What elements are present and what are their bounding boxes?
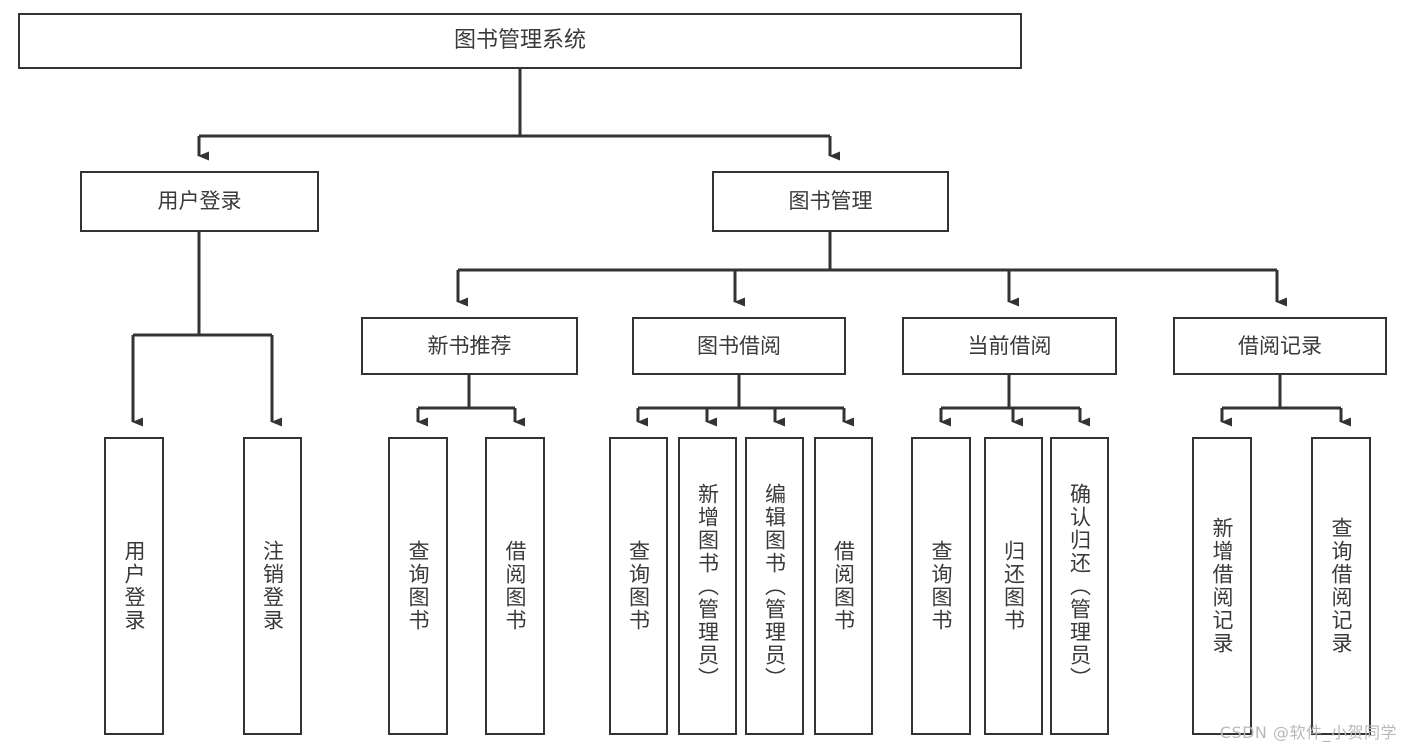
node-leaf-query-book-2-label: 查询图书 — [626, 540, 651, 632]
node-leaf-add-book[interactable]: 新增图书（管理员） — [678, 437, 737, 735]
node-leaf-return-book[interactable]: 归还图书 — [984, 437, 1043, 735]
node-leaf-query-record[interactable]: 查询借阅记录 — [1311, 437, 1371, 735]
node-leaf-query-book-1-label: 查询图书 — [406, 540, 431, 632]
node-leaf-confirm-return-label: 确认归还（管理员） — [1067, 482, 1092, 690]
node-leaf-user-logout[interactable]: 注销登录 — [243, 437, 302, 735]
node-new-book-recommend[interactable]: 新书推荐 — [361, 317, 578, 375]
node-leaf-user-logout-label: 注销登录 — [260, 540, 285, 632]
node-book-borrow-label: 图书借阅 — [697, 333, 781, 358]
node-leaf-borrow-book-1-label: 借阅图书 — [503, 540, 528, 632]
node-leaf-query-book-1[interactable]: 查询图书 — [388, 437, 448, 735]
node-user-login-label: 用户登录 — [157, 189, 242, 214]
node-leaf-query-book-2[interactable]: 查询图书 — [609, 437, 668, 735]
node-leaf-borrow-book-1[interactable]: 借阅图书 — [485, 437, 545, 735]
node-borrow-record-label: 借阅记录 — [1238, 333, 1322, 358]
node-leaf-borrow-book-2[interactable]: 借阅图书 — [814, 437, 873, 735]
node-leaf-query-book-3-label: 查询图书 — [929, 540, 954, 632]
node-book-manage-label: 图书管理 — [788, 189, 873, 214]
watermark: CSDN @软件_小贺同学 — [1219, 723, 1397, 742]
node-leaf-edit-book-label: 编辑图书（管理员） — [762, 482, 787, 690]
node-leaf-edit-book[interactable]: 编辑图书（管理员） — [745, 437, 804, 735]
node-leaf-user-login[interactable]: 用户登录 — [104, 437, 164, 735]
node-root-label: 图书管理系统 — [453, 28, 586, 54]
node-current-borrow[interactable]: 当前借阅 — [902, 317, 1117, 375]
node-leaf-add-book-label: 新增图书（管理员） — [695, 482, 720, 690]
node-borrow-record[interactable]: 借阅记录 — [1173, 317, 1387, 375]
node-leaf-user-login-label: 用户登录 — [122, 540, 147, 632]
node-book-manage[interactable]: 图书管理 — [712, 171, 949, 232]
node-root[interactable]: 图书管理系统 — [18, 13, 1022, 69]
node-leaf-return-book-label: 归还图书 — [1001, 540, 1026, 632]
node-leaf-add-record-label: 新增借阅记录 — [1210, 517, 1235, 655]
node-new-book-recommend-label: 新书推荐 — [427, 333, 512, 358]
node-leaf-query-record-label: 查询借阅记录 — [1329, 517, 1354, 655]
node-leaf-borrow-book-2-label: 借阅图书 — [831, 540, 856, 632]
node-book-borrow[interactable]: 图书借阅 — [632, 317, 846, 375]
node-leaf-query-book-3[interactable]: 查询图书 — [911, 437, 971, 735]
node-leaf-confirm-return[interactable]: 确认归还（管理员） — [1050, 437, 1109, 735]
node-current-borrow-label: 当前借阅 — [967, 333, 1052, 358]
node-leaf-add-record[interactable]: 新增借阅记录 — [1192, 437, 1252, 735]
node-user-login[interactable]: 用户登录 — [80, 171, 319, 232]
